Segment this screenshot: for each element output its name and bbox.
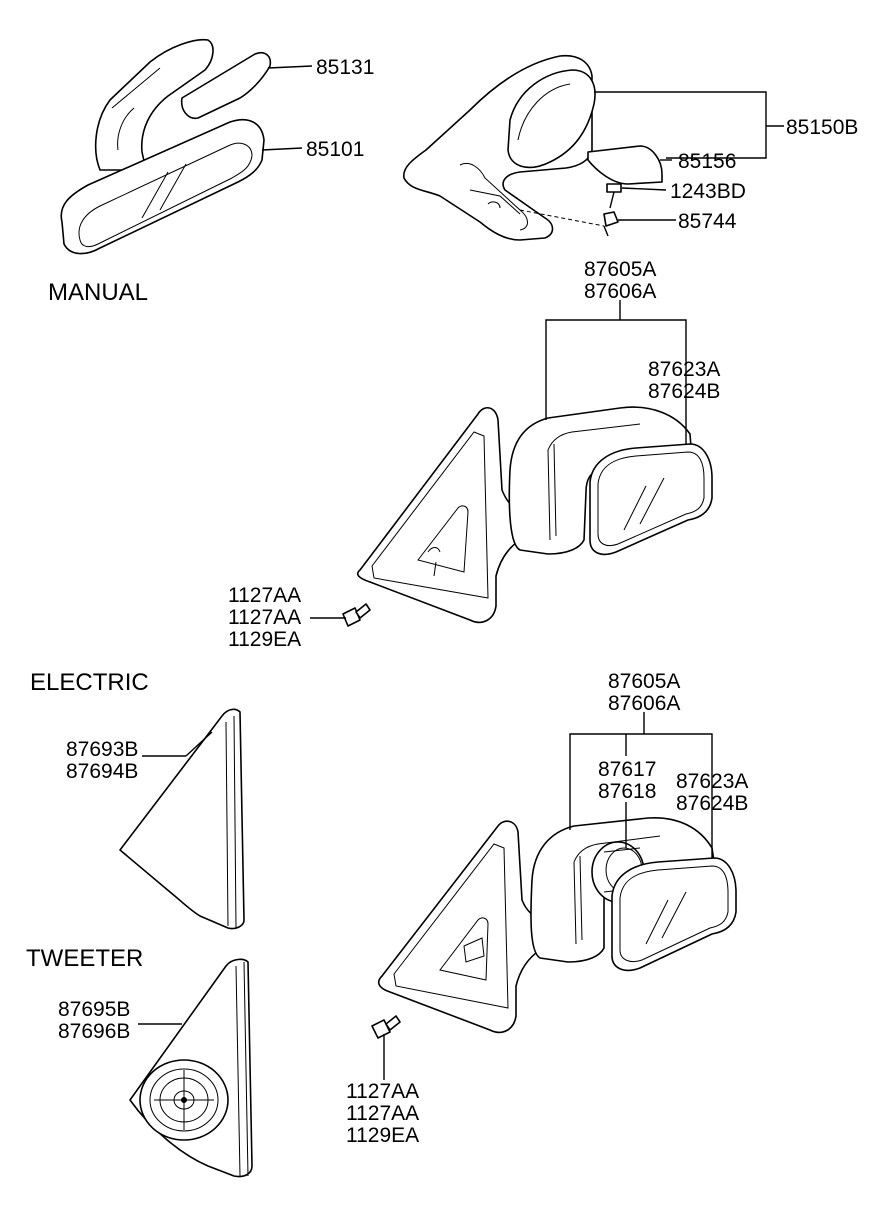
tweeter-cover-87695B	[129, 958, 253, 1178]
electric-mirror-triangle-base	[377, 820, 541, 1034]
label-electric-1127AA-2: 1127AA	[346, 1102, 419, 1125]
label-1243BD: 1243BD	[670, 180, 746, 203]
label-manual-87624B: 87624B	[648, 380, 720, 403]
label-87694B: 87694B	[66, 760, 138, 783]
label-manual-1127AA-1: 1127AA	[228, 584, 301, 607]
label-85156: 85156	[678, 150, 736, 173]
manual-mirror-triangle-base	[356, 407, 521, 624]
manual-door-mirror	[342, 406, 713, 627]
mirror-pad-85156	[587, 145, 663, 185]
manual-mirror-glass-87623A	[589, 443, 713, 556]
label-electric-1129EA: 1129EA	[346, 1124, 419, 1147]
label-manual-87623A: 87623A	[648, 358, 720, 381]
label-electric-87624B: 87624B	[676, 792, 748, 815]
label-electric-87605A: 87605A	[608, 670, 680, 693]
inside-mirror-glass	[78, 142, 253, 248]
label-manual-1129EA: 1129EA	[228, 628, 301, 651]
inside-mirror-body-85101	[60, 118, 265, 255]
electric-door-mirror	[371, 817, 737, 1039]
screw-1243BD	[606, 183, 622, 209]
outside-mirror-assembly-85150B	[402, 54, 663, 241]
leader-lines	[138, 65, 784, 1080]
label-electric-1127AA-1: 1127AA	[346, 1080, 419, 1103]
part-labels: MANUAL ELECTRIC TWEETER 85131 85101 8515…	[26, 56, 858, 1147]
label-electric-87617: 87617	[598, 758, 656, 781]
mirror-glass-oval	[507, 69, 596, 169]
label-85744: 85744	[678, 210, 737, 233]
label-manual-1127AA-2: 1127AA	[228, 606, 301, 629]
label-85131: 85131	[316, 56, 374, 79]
label-87696B: 87696B	[58, 1020, 130, 1043]
label-electric-87623A: 87623A	[676, 770, 748, 793]
label-electric-87606A: 87606A	[608, 692, 680, 715]
label-85150B: 85150B	[786, 116, 858, 139]
label-electric-87618: 87618	[598, 780, 656, 803]
label-85101: 85101	[306, 138, 364, 161]
section-tweeter: TWEETER	[26, 945, 143, 972]
electric-cover-87693B	[119, 708, 245, 930]
manual-mirror-bolt	[342, 603, 371, 627]
label-87693B: 87693B	[66, 738, 138, 761]
label-manual-87606A: 87606A	[584, 280, 656, 303]
mirror-stalk-cover	[94, 38, 214, 171]
inside-mirror-assembly	[60, 38, 272, 255]
electric-mirror-bolt	[371, 1015, 401, 1039]
label-87695B: 87695B	[58, 998, 130, 1021]
section-electric: ELECTRIC	[30, 669, 149, 696]
label-manual-87605A: 87605A	[584, 258, 656, 281]
mirror-stalk-cap-85131	[180, 51, 272, 120]
section-manual: MANUAL	[48, 279, 148, 306]
clip-85744	[603, 211, 619, 237]
